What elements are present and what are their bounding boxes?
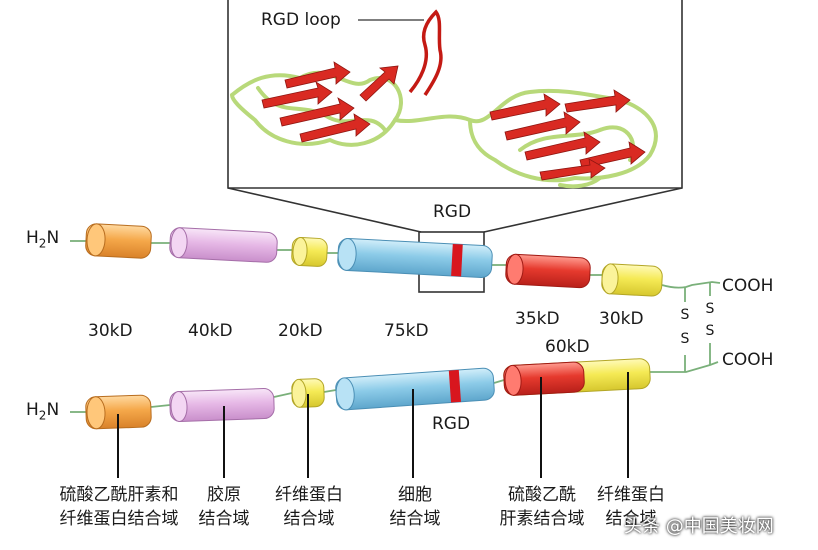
- domain-line: 纤维蛋白: [597, 485, 665, 505]
- domain-line: 结合域: [605, 509, 657, 529]
- disulfide-s-3: S: [705, 301, 715, 317]
- n-text: N: [46, 228, 60, 248]
- c-terminus-bottom: COOH: [722, 350, 774, 370]
- domain-pointer-lines: [117, 372, 629, 478]
- h-subscript: 2: [38, 408, 47, 423]
- rgd-bottom-label: RGD: [432, 414, 471, 434]
- bottom-chain-domains: [85, 358, 651, 430]
- h-text: H: [26, 228, 39, 248]
- domain-collagen: 胶原 结合域: [149, 483, 299, 531]
- domain-line: 硫酸乙酰肝素和: [59, 485, 179, 505]
- size-75kd: 75kD: [384, 321, 429, 341]
- domain-line: 纤维蛋白: [275, 485, 343, 505]
- disulfide-s-2: S: [680, 331, 690, 347]
- watermark: 头条 @中国美妆网: [624, 516, 774, 537]
- disulfide-s-4: S: [705, 323, 715, 339]
- c-terminus-top: COOH: [722, 276, 774, 296]
- top-chain-domains: [85, 223, 663, 297]
- h-subscript: 2: [38, 236, 47, 251]
- domain-heparin: 硫酸乙酰 肝素结合域: [467, 483, 617, 531]
- rgd-loop-label: RGD loop: [261, 10, 341, 30]
- domain-line: 肝素结合域: [499, 509, 585, 529]
- domain-fibrin-1: 纤维蛋白 结合域: [234, 483, 384, 531]
- bottom-chain-linkers: [70, 343, 719, 413]
- domain-line: 结合域: [198, 509, 250, 529]
- protein-ribbon-structure: [230, 9, 658, 189]
- h-text: H: [26, 400, 39, 420]
- rgd-top-label: RGD: [433, 202, 472, 222]
- size-20kd: 20kD: [278, 321, 323, 341]
- domain-line: 细胞: [398, 485, 432, 505]
- domain-line: 结合域: [389, 509, 441, 529]
- n-text: N: [46, 400, 60, 420]
- domain-line: 硫酸乙酰: [508, 485, 576, 505]
- size-60kd: 60kD: [545, 337, 590, 357]
- domain-line: 胶原: [207, 485, 241, 505]
- n-terminus-bottom: H2N: [26, 400, 59, 422]
- domain-heparin-fibrin: 硫酸乙酰肝素和 纤维蛋白结合域: [44, 483, 194, 531]
- size-30kd-b: 30kD: [599, 309, 644, 329]
- domain-cell: 细胞 结合域: [340, 483, 490, 531]
- size-40kd: 40kD: [188, 321, 233, 341]
- n-terminus-top: H2N: [26, 228, 59, 250]
- disulfide-s-1: S: [680, 307, 690, 323]
- size-30kd-a: 30kD: [88, 321, 133, 341]
- domain-line: 纤维蛋白结合域: [59, 509, 179, 529]
- domain-line: 结合域: [283, 509, 335, 529]
- size-35kd: 35kD: [515, 309, 560, 329]
- top-chain-linkers: [70, 240, 721, 302]
- domain-fibrin-2: 纤维蛋白 结合域: [556, 483, 706, 531]
